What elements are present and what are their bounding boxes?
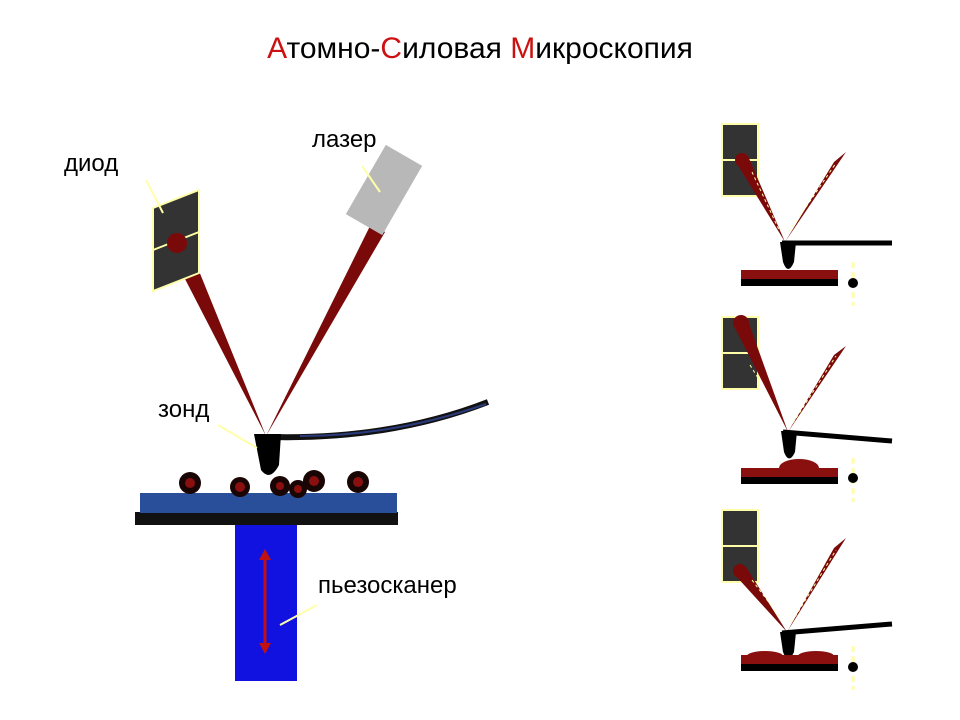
panel-1 bbox=[721, 123, 892, 306]
title-accent-2: С bbox=[380, 32, 403, 65]
panel-2 bbox=[721, 315, 893, 502]
title-text-2: иловая bbox=[402, 32, 511, 65]
sample-particles bbox=[179, 470, 369, 498]
substrate bbox=[140, 493, 397, 513]
base-plate bbox=[135, 512, 398, 525]
diode-pointer bbox=[145, 179, 164, 214]
label-laser: лазер bbox=[312, 126, 377, 153]
laser-beam-reflected bbox=[168, 239, 266, 436]
cantilever bbox=[269, 399, 490, 441]
scanner-pointer bbox=[279, 604, 318, 626]
panel-3 bbox=[721, 509, 893, 690]
probe-tip bbox=[254, 434, 281, 475]
scanner-arrow-down bbox=[259, 643, 271, 654]
laser-spot bbox=[167, 233, 187, 253]
laser-source bbox=[345, 144, 423, 236]
page-title: Атомно-Силовая Микроскопия bbox=[0, 32, 960, 66]
laser-pointer bbox=[361, 165, 381, 193]
title-text-1: томно- bbox=[286, 32, 381, 65]
probe-pointer bbox=[217, 424, 258, 449]
label-scanner: пьезосканер bbox=[318, 572, 457, 599]
title-accent-3: М bbox=[510, 32, 536, 65]
label-diode: диод bbox=[64, 150, 119, 177]
scanner-arrow-up bbox=[259, 549, 271, 560]
cantilever-edge bbox=[299, 403, 487, 437]
title-text-3: икроскопия bbox=[535, 32, 693, 65]
label-probe: зонд bbox=[158, 396, 210, 423]
laser-beam-incident bbox=[266, 224, 385, 436]
title-accent-1: А bbox=[267, 32, 287, 65]
